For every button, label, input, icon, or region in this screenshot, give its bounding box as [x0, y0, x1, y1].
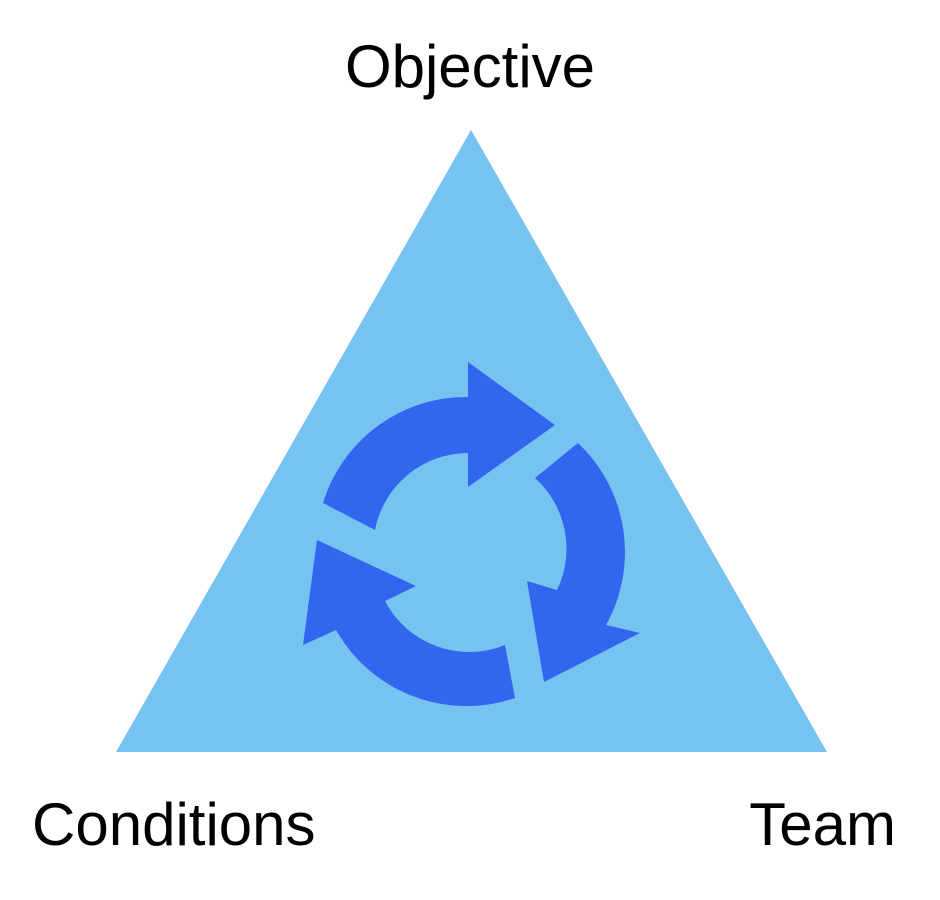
label-objective: Objective: [344, 33, 596, 100]
cycle-arrow-right: [527, 443, 640, 682]
cycle-arrows-icon: [303, 362, 640, 707]
cycle-arrow-top: [323, 362, 555, 530]
label-conditions: Conditions: [32, 791, 316, 858]
cycle-arrow-left: [303, 540, 515, 707]
label-team: Team: [749, 791, 896, 858]
